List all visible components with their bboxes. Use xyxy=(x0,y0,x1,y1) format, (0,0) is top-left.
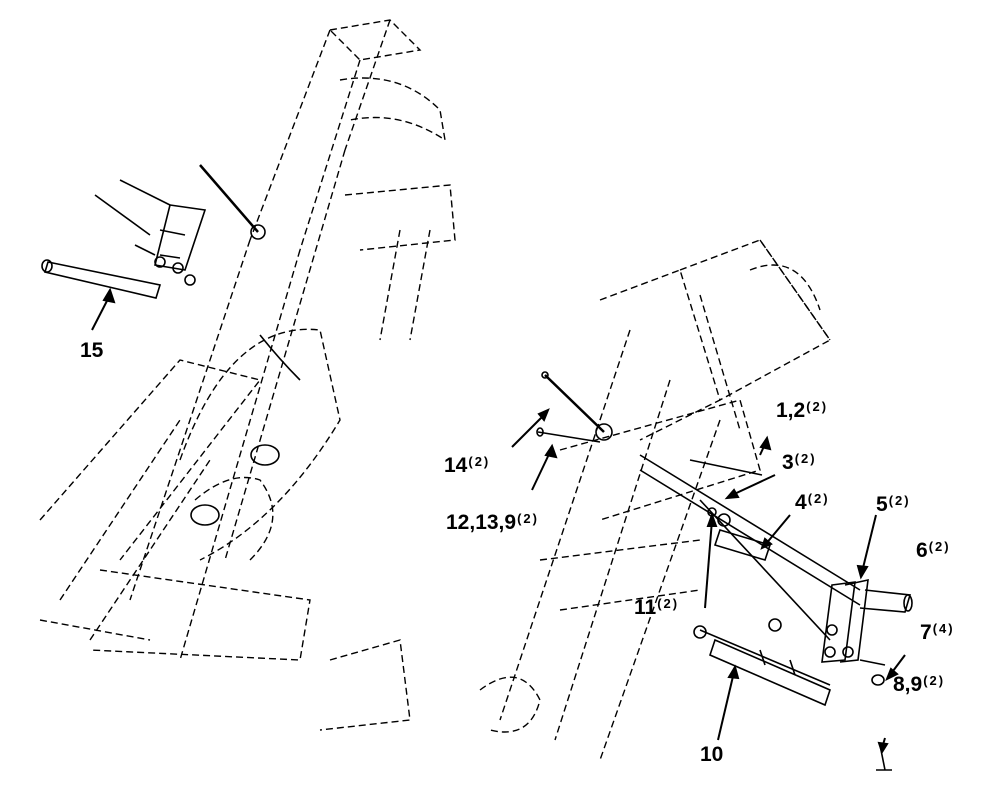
callout-7: 7(4) xyxy=(920,621,955,644)
leader-arrows xyxy=(91,287,906,755)
callout-10: 10 xyxy=(700,743,724,766)
callout-11: 11(2) xyxy=(634,596,680,619)
left-linkage xyxy=(41,164,301,526)
callout-3: 3(2) xyxy=(782,451,817,474)
callout-1-2: 1,2(2) xyxy=(776,399,829,422)
callout-4: 4(2) xyxy=(795,491,830,514)
callout-8-9: 8,9(2) xyxy=(893,673,946,696)
callout-14: 14(2) xyxy=(444,454,491,477)
right-linkage xyxy=(536,371,913,771)
left-frame-assembly xyxy=(39,19,456,661)
callout-5: 5(2) xyxy=(876,493,911,516)
callout-15: 15 xyxy=(80,339,104,362)
callout-6: 6(2) xyxy=(916,539,951,562)
callout-12-13-9: 12,13,9(2) xyxy=(446,511,539,534)
right-frame-assembly xyxy=(319,239,832,761)
